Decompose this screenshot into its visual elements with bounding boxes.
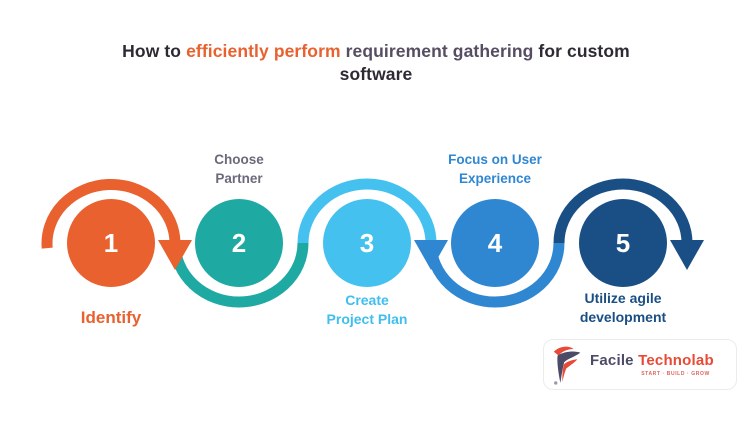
step-4-number: 4 bbox=[488, 228, 503, 258]
title-part-1: How to bbox=[122, 41, 187, 61]
arrow-down-icon-2 bbox=[414, 240, 448, 270]
step-4-label-line-1: Focus on User bbox=[448, 152, 542, 167]
brand-name: Facile Technolab bbox=[590, 352, 714, 369]
step-1-number: 1 bbox=[104, 228, 118, 258]
step-3-label-line-1: Create bbox=[345, 292, 389, 308]
title-line-2: software bbox=[339, 64, 413, 84]
title-part-4: for custom bbox=[538, 41, 630, 61]
step-2-arc bbox=[169, 242, 309, 308]
brand-name-technolab: Technolab bbox=[638, 352, 714, 369]
step-5-number: 5 bbox=[616, 228, 630, 258]
step-2-number: 2 bbox=[232, 228, 246, 258]
title-part-3: requirement gathering bbox=[340, 41, 539, 61]
step-4-label-line-2: Experience bbox=[458, 171, 532, 186]
step-4-label: Focus on User Experience bbox=[415, 150, 575, 188]
arrow-down-icon-1 bbox=[158, 240, 192, 270]
step-2-label-line-1: Choose bbox=[214, 152, 264, 167]
step-3-circle bbox=[323, 199, 411, 287]
step-5-label-line-1: Utilize agile bbox=[584, 290, 662, 306]
step-2-label: Choose Partner bbox=[159, 150, 319, 188]
logo-text: Facile Technolab START · BUILD · GROW bbox=[590, 352, 714, 377]
step-5-label-line-2: development bbox=[579, 309, 667, 325]
step-3-number: 3 bbox=[360, 228, 374, 258]
step-1-label-line-1: Identify bbox=[80, 308, 142, 327]
step-5-label: Utilize agile development bbox=[543, 289, 703, 327]
step-2-label-line-2: Partner bbox=[215, 171, 263, 186]
title-highlight: efficiently perform bbox=[186, 41, 341, 61]
arrow-down-icon-3 bbox=[670, 240, 704, 270]
step-1-circle bbox=[67, 199, 155, 287]
facile-technolab-logo-icon bbox=[553, 346, 581, 385]
step-3-label: Create Project Plan bbox=[287, 291, 447, 329]
brand-logo: Facile Technolab START · BUILD · GROW bbox=[543, 339, 737, 390]
brand-name-facile: Facile bbox=[590, 352, 634, 369]
title-line-1: How to efficiently perform requirement g… bbox=[0, 40, 752, 63]
step-5-circle bbox=[579, 199, 667, 287]
step-3-label-line-2: Project Plan bbox=[326, 311, 408, 327]
step-3-arc bbox=[297, 178, 437, 244]
brand-tagline: START · BUILD · GROW bbox=[641, 371, 710, 377]
step-4-circle bbox=[451, 199, 539, 287]
page-title: How to efficiently perform requirement g… bbox=[0, 40, 752, 86]
step-1-arc bbox=[41, 178, 181, 249]
step-2-circle bbox=[195, 199, 283, 287]
step-1-label: Identify bbox=[31, 308, 191, 328]
step-5-arc bbox=[553, 178, 693, 244]
step-4-arc bbox=[425, 242, 565, 308]
